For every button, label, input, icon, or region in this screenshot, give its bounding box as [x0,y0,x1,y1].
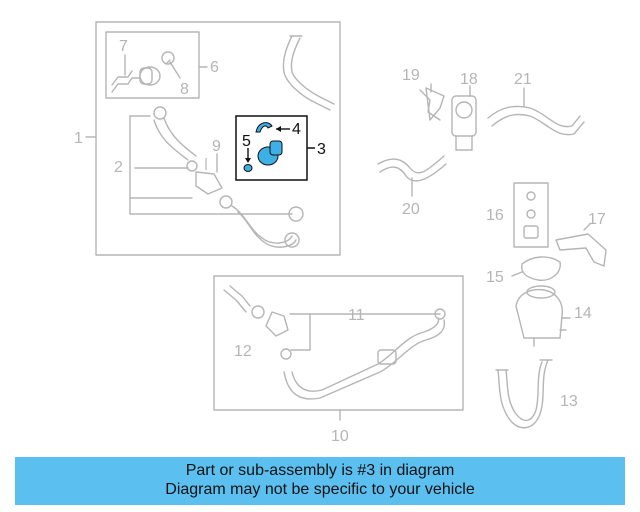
callout-4: 4 [292,121,301,138]
callout-7: 7 [119,38,128,55]
callout-3: 3 [317,141,326,158]
callout-19: 19 [402,67,420,84]
group-box-1 [95,21,341,256]
callout-1: 1 [74,130,83,147]
parts-diagram: 1 2 3 4 5 6 7 8 9 10 11 12 13 14 15 16 1… [74,21,607,445]
callout-16: 16 [486,207,504,224]
banner-line-2: Diagram may not be specific to your vehi… [165,481,475,498]
callout-2: 2 [114,159,123,176]
callout-5: 5 [242,133,251,150]
callout-18: 18 [460,71,478,88]
banner-line-1: Part or sub-assembly is #3 in diagram [185,462,455,479]
callout-12: 12 [234,343,252,360]
callout-10: 10 [331,428,349,445]
callout-14: 14 [574,305,592,322]
callout-17: 17 [588,211,606,228]
group-box-10 [213,275,464,411]
callout-13: 13 [560,393,578,410]
highlighted-part-3 [235,115,315,181]
group-box-16 [513,182,549,248]
callout-6: 6 [210,59,219,76]
callout-9: 9 [212,138,221,155]
callout-8: 8 [180,81,189,98]
group-box-6 [105,31,200,99]
callout-20: 20 [402,201,420,218]
info-banner: Part or sub-assembly is #3 in diagram Di… [15,457,625,505]
callout-21: 21 [514,71,532,88]
callout-15: 15 [486,269,504,286]
callout-11: 11 [348,307,365,324]
